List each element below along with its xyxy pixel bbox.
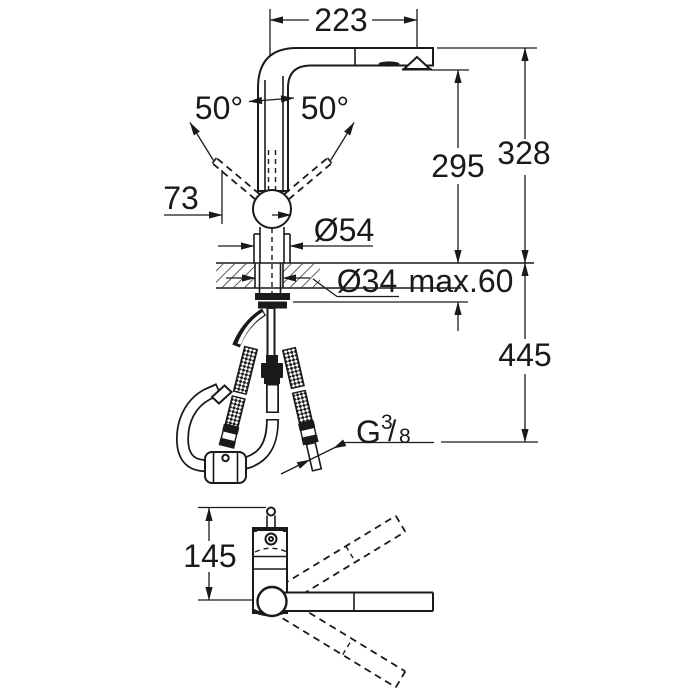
threaded-stud (266, 307, 276, 359)
dim-outlet-height: 295 (431, 69, 485, 264)
lever-joint-circle (252, 189, 292, 229)
dim-lever-offset-text: 73 (163, 180, 199, 216)
dim-lever-offset: 73 (163, 170, 292, 224)
dim-max-thickness-text: max.60 (409, 263, 514, 299)
dim-max-thickness: max.60 (293, 263, 513, 331)
mounting-nut (255, 293, 290, 300)
thread-size-callout: G 3 / 8 (280, 411, 434, 475)
lever-angle-right: 50° (283, 90, 355, 200)
dim-below-counter-text: 445 (498, 337, 551, 373)
hose-weight (204, 451, 247, 484)
dim-hole-diameter-text: Ø34 (337, 263, 397, 299)
dim-base-diameter-text: Ø54 (314, 212, 374, 248)
thread-prefix-text: G (356, 414, 381, 450)
supply-hose-right (281, 346, 323, 472)
dim-spout-reach: 223 (269, 2, 418, 100)
thread-numerator-text: 3 (381, 411, 393, 434)
dim-side-height: 145 (183, 506, 266, 601)
supply-hose-left (218, 345, 259, 449)
hose-connector (266, 355, 278, 363)
dim-overall-height-text: 328 (497, 135, 550, 171)
thread-slash-text: / (388, 415, 397, 448)
faucet-side-body (252, 506, 434, 618)
swivel-positions-dashed (282, 515, 407, 689)
main-view: 223 (163, 2, 552, 484)
counter-hatch-right (283, 263, 320, 288)
dim-outlet-height-text: 295 (431, 148, 484, 184)
hose-end-tip (210, 384, 233, 405)
spout-bar (272, 592, 433, 611)
thread-denominator-text: 8 (399, 425, 411, 448)
swivel-arrows (248, 95, 295, 105)
dim-swivel-left-text: 50° (195, 90, 243, 126)
side-view: 145 (183, 506, 434, 689)
undersink-assembly: G 3 / 8 (175, 293, 434, 484)
dim-swivel-right-text: 50° (301, 90, 349, 126)
swivel-double-arrow-icon (248, 95, 295, 105)
pullout-hose (175, 383, 279, 473)
dim-overall-height: 328 (437, 47, 551, 264)
counter-hatch-left (216, 263, 255, 288)
dim-hole-diameter: Ø34 (226, 263, 399, 299)
dim-base-diameter: Ø54 (218, 212, 374, 250)
dim-below-counter: 445 (441, 262, 552, 443)
sprayhead-button (378, 61, 400, 67)
lever-knob (266, 506, 276, 517)
lever-angle-left: 50° (189, 90, 261, 200)
dim-spout-reach-text: 223 (314, 2, 367, 38)
spout-pivot (256, 585, 288, 618)
dim-side-height-text: 145 (183, 538, 236, 574)
